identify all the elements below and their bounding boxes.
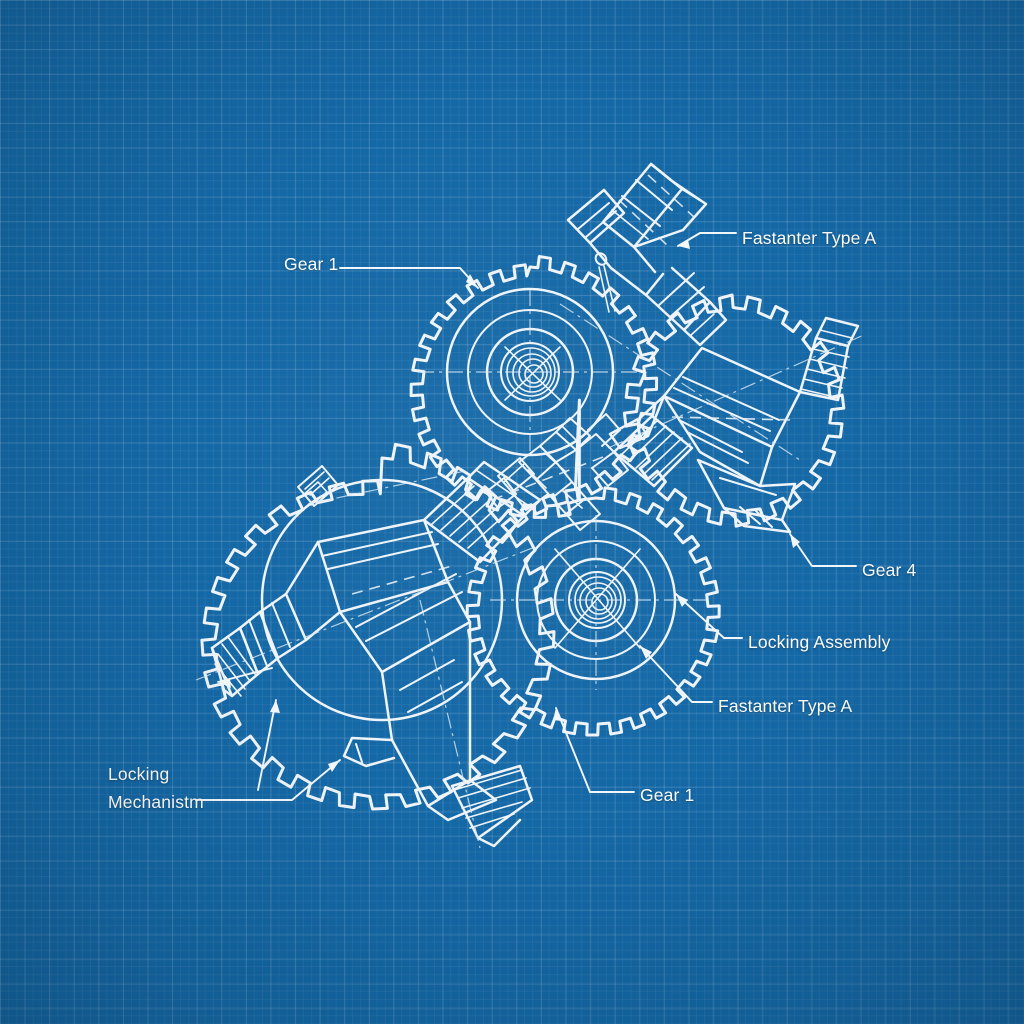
gear-bottom-bore-ring-4: [585, 587, 613, 615]
gear-top-bore-ring-3: [512, 353, 552, 393]
gear-top-crosshair: [504, 346, 561, 401]
leader-fastener-bottom: [639, 645, 713, 703]
fastener-pin-detail: [594, 252, 616, 313]
gear-left-keyway-detail: [297, 465, 339, 507]
thread-bottom-stud: [450, 764, 534, 848]
annotation-locking-assembly: Locking Assembly: [748, 632, 891, 652]
leader-locking-mechanism: [195, 667, 341, 801]
dim-ray-1: [559, 303, 801, 461]
gear-top-teeth: [409, 255, 659, 519]
center-linkage-cluster: [485, 413, 694, 531]
dim-ray-2: [307, 469, 471, 505]
annotation-gear-1-top: Gear 1: [284, 254, 339, 274]
gear-bottom-crosshair: [554, 548, 641, 649]
bolt-body-left: [195, 460, 542, 849]
fastener-top-right: [566, 162, 728, 347]
leader-locking-assembly: [675, 593, 743, 639]
gear-bottom-bore-ring-3: [579, 582, 617, 620]
bolt-body-right: [607, 316, 867, 534]
gear-bottom-teeth: [465, 486, 721, 737]
gear-bottom-hub-outer: [536, 540, 656, 660]
gear-bottom-assembly: [465, 486, 721, 737]
gear-left-assembly: [200, 442, 556, 811]
leader-gear-4: [789, 533, 857, 567]
thread-mid-left-body: [422, 460, 542, 564]
annotation-gear-4: Gear 4: [862, 560, 917, 580]
gear-top-assembly: [409, 255, 659, 519]
gear-bottom-bore-ring-5: [591, 593, 609, 611]
annotation-fastener-type-a-bottom: Fastanter Type A: [718, 696, 853, 716]
leader-fastener-top: [677, 232, 737, 249]
annotation-fastener-type-a-top: Fastanter Type A: [742, 228, 877, 248]
gear-top-bore-ring-5: [524, 364, 544, 384]
leader-gear-1-bottom: [553, 707, 635, 793]
gear-top-bore-ring-4: [518, 358, 548, 388]
leader-gear-1-top: [339, 267, 479, 289]
thread-right: [798, 316, 860, 402]
gear-left-teeth: [200, 442, 556, 811]
annotation-locking-mechanism: Locking Mechanistm: [108, 764, 204, 812]
thread-center-connector: [612, 414, 694, 488]
annotation-gear-1-bottom: Gear 1: [640, 785, 695, 805]
